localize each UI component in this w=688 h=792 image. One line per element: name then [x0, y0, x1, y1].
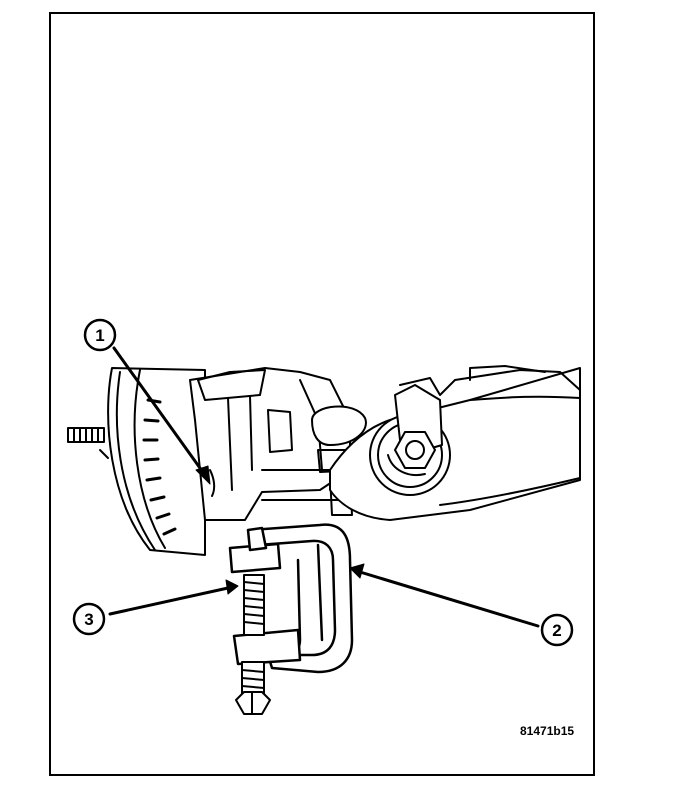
leader-arrows [108, 346, 540, 628]
svg-text:2: 2 [552, 621, 561, 640]
wheel-stud [67, 427, 109, 459]
pivot-bolt [387, 384, 443, 476]
figure-id-label: 81471b15 [520, 724, 575, 738]
callout-1: 1 [83, 318, 117, 352]
brake-rotor [107, 367, 206, 556]
steering-knuckle [189, 367, 351, 521]
svg-text:1: 1 [95, 326, 104, 345]
ball-joint-separator-tool [228, 523, 354, 674]
callout-2: 2 [540, 613, 574, 647]
svg-text:3: 3 [84, 610, 93, 629]
lower-control-arm [329, 365, 581, 521]
forcing-screw [235, 574, 271, 715]
callout-3: 3 [72, 602, 106, 636]
figure-frame [49, 12, 595, 776]
